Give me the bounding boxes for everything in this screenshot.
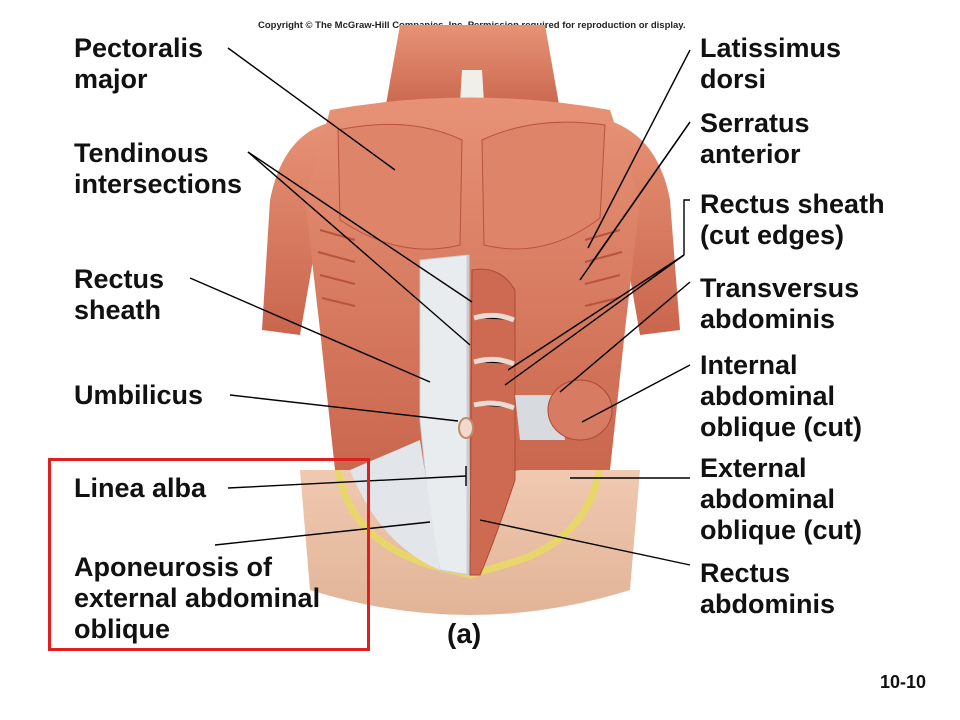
pectoralis-left bbox=[337, 123, 463, 250]
rectus-abdominis-muscle bbox=[469, 268, 516, 576]
slide-number: 10-10 bbox=[880, 672, 927, 692]
neck bbox=[385, 25, 560, 110]
internal-oblique-flap bbox=[547, 379, 613, 441]
label-latissimus-dorsi: Latissimus dorsi bbox=[700, 33, 842, 94]
label-transversus-abdominis: Transversus abdominis bbox=[700, 273, 860, 334]
aponeurosis-lower-left bbox=[350, 440, 440, 570]
label-aponeurosis-external-oblique: Aponeurosis of external abdominal obliqu… bbox=[74, 552, 321, 644]
pectoralis-right bbox=[481, 121, 606, 250]
label-rectus-abdominis: Rectus abdominis bbox=[700, 558, 836, 619]
tendinous-lines bbox=[473, 312, 515, 411]
serratus-left bbox=[317, 229, 356, 307]
label-pectoralis-major: Pectoralis major bbox=[74, 33, 204, 94]
label-rectus-sheath: Rectus sheath bbox=[74, 264, 165, 325]
panel-label: (a) bbox=[447, 618, 482, 649]
umbilicus-shape bbox=[458, 417, 474, 439]
label-linea-alba: Linea alba bbox=[74, 473, 207, 503]
label-serratus-anterior: Serratus anterior bbox=[700, 108, 810, 169]
label-umbilicus: Umbilicus bbox=[74, 380, 204, 410]
label-internal-abdominal-oblique: Internal abdominal oblique (cut) bbox=[700, 350, 862, 442]
label-tendinous-intersections: Tendinous intersections bbox=[74, 138, 243, 199]
label-external-abdominal-oblique: External abdominal oblique (cut) bbox=[700, 453, 862, 545]
label-rectus-sheath-cut-edges: Rectus sheath (cut edges) bbox=[700, 189, 885, 250]
highlight-box bbox=[48, 458, 370, 651]
